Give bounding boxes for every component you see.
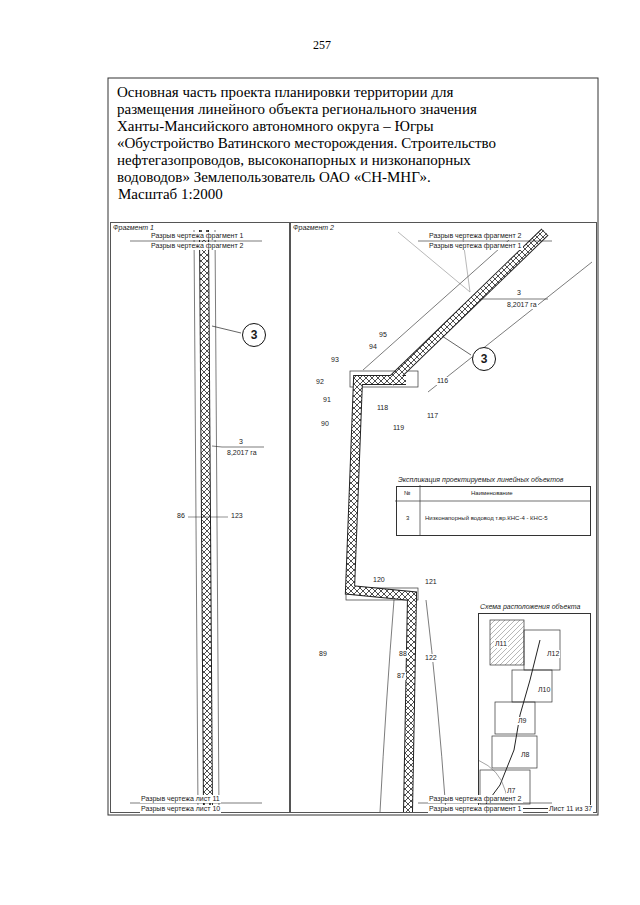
point-number: 121 — [424, 578, 438, 586]
point-number: 86 — [176, 512, 186, 520]
table-cell: 3 — [405, 514, 410, 522]
point-number: 123 — [230, 512, 244, 520]
break-note: Разрыв чертежа фрагмент 2 — [428, 232, 523, 240]
callout-number: 3 — [251, 328, 258, 342]
area-label: 8,2017 га — [226, 449, 258, 457]
point-number: 92 — [315, 378, 325, 386]
point-number: 94 — [368, 343, 378, 351]
panel-heading: Экспликация проектируемых линейных объек… — [398, 476, 564, 483]
sheet-label: Л10 — [537, 686, 551, 694]
scale-note: Масштаб 1:2000 — [117, 186, 224, 203]
area-label: 8,2017 га — [506, 301, 538, 309]
panel-heading: Фрагмент 1 — [113, 224, 154, 231]
sheet-label: Л12 — [546, 650, 560, 658]
break-note: Разрыв чертежа лист 11 — [140, 795, 221, 803]
fragment-panel: Фрагмент 1 3 — [110, 222, 290, 813]
point-number: 122 — [424, 654, 438, 662]
break-note: Разрыв чертежа фрагмент 2 — [428, 795, 523, 803]
sheet-label: Л8 — [520, 751, 531, 759]
point-number: 87 — [396, 672, 406, 680]
sheet-label: Л7 — [506, 787, 517, 795]
point-number: 88 — [398, 650, 408, 658]
callout-number: 3 — [481, 352, 488, 366]
table-cell: Наименование — [470, 489, 514, 497]
break-note: Разрыв чертежа фрагмент 1 — [428, 242, 523, 250]
point-number: 119 — [392, 424, 405, 432]
point-number: 93 — [330, 356, 340, 364]
point-number: 89 — [318, 650, 328, 658]
table-cell: Низконапорный водовод т.вр.КНС-4 - КНС-5 — [424, 514, 586, 522]
sheet-counter: Лист 11 из 37 — [548, 805, 593, 813]
callout-circle: 3 — [242, 323, 266, 347]
callout-circle: 3 — [472, 347, 496, 371]
panel-heading: Схема расположения объекта — [480, 603, 581, 610]
point-number: 90 — [320, 420, 330, 428]
break-note: Разрыв чертежа фрагмент 2 — [150, 242, 245, 250]
break-note: Разрыв чертежа фрагмент 1 — [150, 232, 245, 240]
sheet-label: Л11 — [494, 640, 508, 648]
sheet-title: Основная часть проекта планировки террит… — [117, 84, 512, 186]
point-number: 95 — [378, 331, 388, 339]
break-note: Разрыв чертежа фрагмент 1 — [428, 805, 523, 813]
sheet-label: Л9 — [517, 717, 528, 725]
point-number: 117 — [426, 412, 439, 420]
point-number: 118 — [376, 404, 389, 412]
area-label: 3 — [516, 289, 522, 297]
point-number: 91 — [322, 396, 332, 404]
point-number: 116 — [436, 377, 449, 385]
break-note: Разрыв чертежа лист 10 — [140, 805, 221, 813]
area-label: 3 — [238, 438, 244, 446]
table-cell: № — [403, 489, 411, 497]
page-number: 257 — [312, 38, 332, 52]
panel-heading: Фрагмент 2 — [293, 224, 334, 231]
point-number: 120 — [372, 576, 386, 584]
